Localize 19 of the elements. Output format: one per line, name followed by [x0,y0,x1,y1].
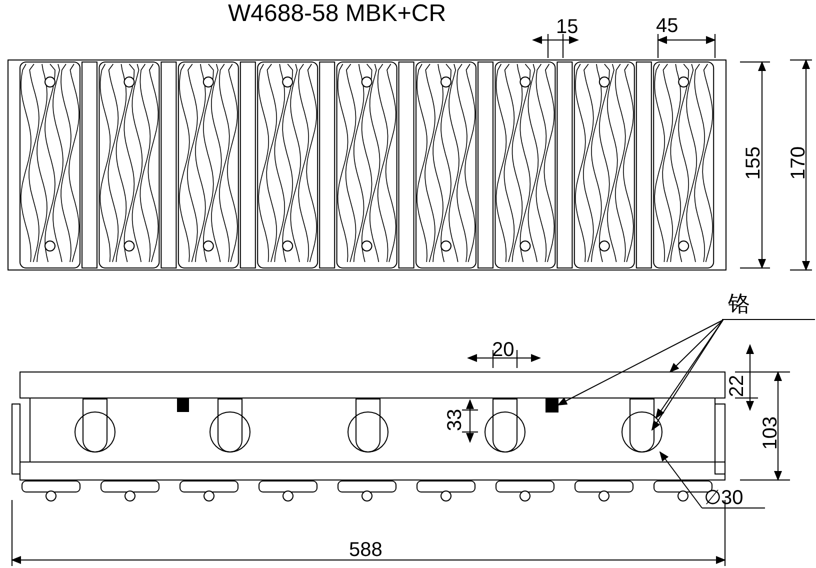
leader-line [655,320,724,419]
leader-line [651,320,724,431]
dimension-label: 588 [349,540,382,560]
knob [546,398,558,412]
dimension-label: 15 [556,17,578,37]
leader-line [669,320,724,373]
dimension-label: 155 [744,146,764,180]
dimension-label: 45 [656,16,678,36]
dimension-label: 170 [788,146,809,180]
drawing-title: W4688-58 MBK+CR [228,4,446,24]
dimension-label: 103 [760,416,781,450]
lamp-cup [622,412,662,452]
top-plate [20,372,726,398]
dimension-label: 22 [727,374,748,398]
dimension-label: 20 [492,340,514,360]
leader-line [557,320,724,406]
dimension-label: ∅30 [704,488,744,508]
material-label: 铬 [722,294,815,320]
dimension-label: 33 [445,408,466,432]
